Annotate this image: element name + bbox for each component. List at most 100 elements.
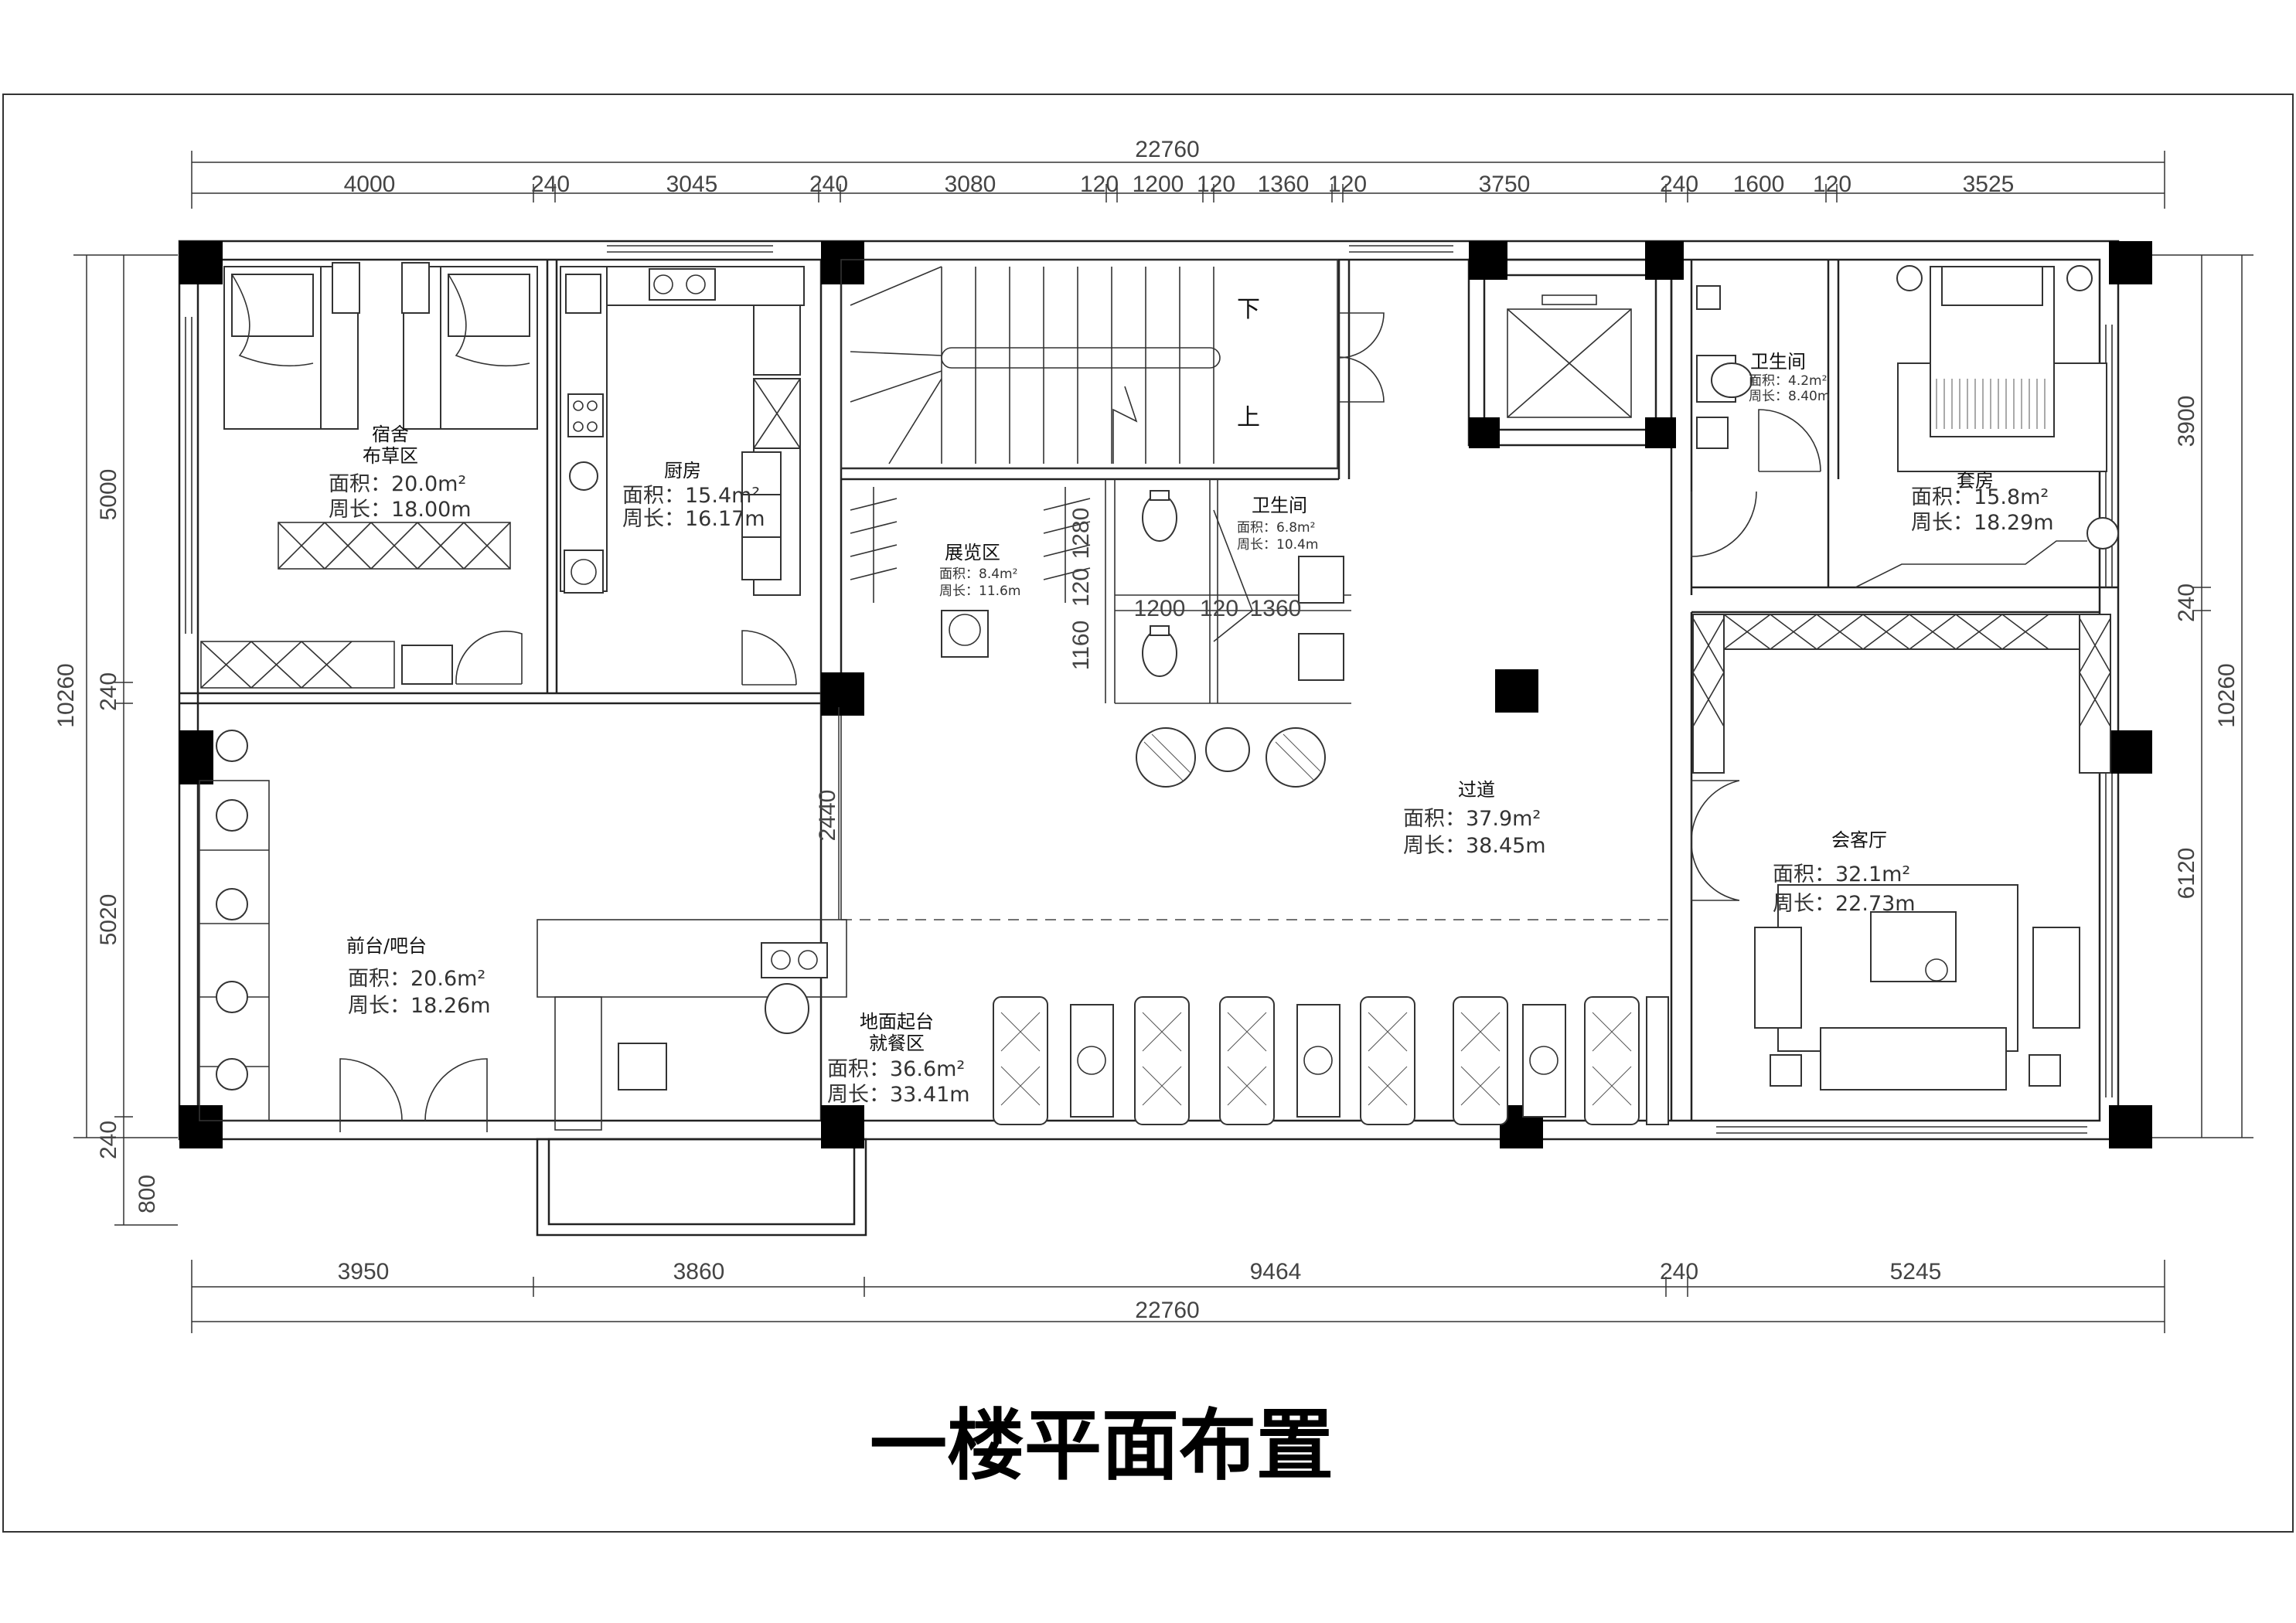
room-name: 布草区 [363,445,418,467]
room-label-corridor: 过道 面积：37.9m² 周长：38.45m [1403,779,1546,858]
room-name: 过道 [1458,779,1495,801]
dim-corridor: 2440 [815,790,840,842]
room-perimeter: 周长：8.40m [1749,389,1830,404]
interior-dimensions: 2440 1160 120 1280 1200 120 1360 [815,508,1301,920]
dim-top-seg: 240 [531,172,570,197]
dim-top-seg: 120 [1813,172,1851,197]
room-area: 面积：6.8m² [1237,520,1315,536]
dim-bottom-seg: 5245 [1890,1259,1942,1284]
suite-bed [1855,265,2119,588]
room-label-dining: 地面起台 就餐区 面积：36.6m² 周长：33.41m [827,1011,970,1107]
drawing-title: 一楼平面布置 [870,1400,1334,1491]
dim-top-seg: 3750 [1479,172,1531,197]
lounge-shelving [1691,614,2111,901]
elevator [1507,294,1632,418]
room-area: 面积：32.1m² [1773,863,1910,886]
dim-top-seg: 120 [1328,172,1367,197]
wc-right-fixtures [1691,285,1821,557]
dim-wc: 1200 [1134,596,1186,621]
room-perimeter: 周长：10.4m [1237,537,1318,553]
dim-top-seg: 3045 [666,172,718,197]
staircase: 下 上 [840,259,1385,469]
dim-wc: 120 [1200,596,1238,621]
dim-left-seg: 240 [96,672,121,711]
room-label-exhibit: 展览区 面积：8.4m² 周长：11.6m [939,542,1020,599]
lounge-sofa-set [1754,884,2080,1091]
sheet-border [2,94,2294,1533]
room-name: 会客厅 [1831,829,1887,851]
room-perimeter: 周长：22.73m [1773,892,1916,916]
room-perimeter: 周长：11.6m [939,584,1020,599]
kitchen-counter [560,266,805,686]
dim-right-total: 10260 [2214,663,2240,727]
room-label-wc-right: 卫生间 面积：4.2m² 周长：8.40m [1749,351,1830,404]
room-label-dorm: 宿舍 布草区 面积：20.0m² 周长：18.00m [329,424,472,522]
room-name: 套房 [1957,470,1994,492]
dim-top-seg: 240 [809,172,848,197]
room-perimeter: 周长：18.00m [329,498,472,522]
dim-top-seg: 3080 [945,172,996,197]
dorm-wardrobe [200,522,511,689]
room-label-lounge: 会客厅 面积：32.1m² 周长：22.73m [1773,829,1916,916]
room-label-wc-center: 卫生间 面积：6.8m² 周长：10.4m [1237,495,1318,553]
walls [178,240,2120,1237]
room-perimeter: 周长：33.41m [827,1083,970,1107]
room-area: 面积：20.6m² [348,967,485,991]
top-dimension-chain: 22760 4000 240 3045 240 3080 120 1200 12… [191,137,2165,209]
reception-seating [199,730,828,1132]
room-name: 就餐区 [869,1033,925,1054]
dim-bottom-seg: 3950 [338,1259,390,1284]
room-name: 地面起台 [860,1011,934,1033]
dim-top-seg: 1200 [1133,172,1184,197]
dorm-sink [401,631,523,685]
dim-bottom-seg: 9464 [1250,1259,1302,1284]
room-area: 面积：8.4m² [939,567,1017,582]
dim-right-seg: 6120 [2174,848,2199,900]
dim-left-total: 10260 [53,663,79,727]
dim-left-seg: 240 [96,1121,121,1159]
room-name: 厨房 [664,460,701,481]
stair-up-label: 上 [1237,404,1260,431]
dining-tables [993,996,1669,1125]
dim-top-seg: 4000 [344,172,396,197]
room-label-kitchen: 厨房 面积：15.4m² 周长：16.17m [622,460,765,531]
dim-top-seg: 3525 [1963,172,2015,197]
dim-top-seg: 240 [1660,172,1698,197]
dim-top-seg: 1360 [1258,172,1310,197]
corridor-chairs [1136,727,1326,788]
room-area: 面积：4.2m² [1749,373,1827,389]
dim-exhibit: 1160 [1068,621,1094,671]
room-label-suite: 套房 面积：15.8m² 周长：18.29m [1911,470,2054,535]
stair-down-label: 下 [1237,296,1260,323]
wc-center-fixtures [1142,490,1344,681]
dim-bottom-seg: 3860 [673,1259,725,1284]
dorm-bed-right [401,262,538,430]
right-dimension-chain: 3900 240 6120 10260 [2134,254,2253,1138]
room-name: 宿舍 [372,424,409,445]
room-perimeter: 周长：38.45m [1403,834,1546,858]
room-label-reception: 前台/吧台 面积：20.6m² 周长：18.26m [346,935,491,1018]
bottom-dimension-chain: 3950 3860 9464 240 5245 22760 [191,1259,2165,1333]
dim-top-seg: 1600 [1733,172,1785,197]
room-perimeter: 周长：18.29m [1911,511,2054,535]
dorm-bed-left [223,262,360,430]
dim-exhibit: 1280 [1068,508,1094,560]
room-area: 面积：15.8m² [1911,485,2049,509]
room-name: 展览区 [945,542,1000,563]
room-name: 卫生间 [1750,351,1806,373]
room-perimeter: 周长：16.17m [622,507,765,531]
dim-top-seg: 120 [1080,172,1119,197]
dim-wc: 1360 [1250,596,1302,621]
dim-top-total: 22760 [1135,137,1199,162]
dim-right-seg: 240 [2174,584,2199,622]
room-area: 面积：36.6m² [827,1057,965,1081]
left-dimension-chain: 10260 5000 240 5020 240 800 [53,254,178,1226]
dim-bottom-seg: 240 [1660,1259,1698,1284]
dim-exhibit: 120 [1068,568,1094,607]
exhibit-racks [850,487,1091,658]
dim-right-seg: 3900 [2174,396,2199,447]
room-area: 面积：20.0m² [329,472,466,496]
dim-left-seg: 5020 [96,894,121,946]
room-area: 面积：15.4m² [622,484,760,508]
